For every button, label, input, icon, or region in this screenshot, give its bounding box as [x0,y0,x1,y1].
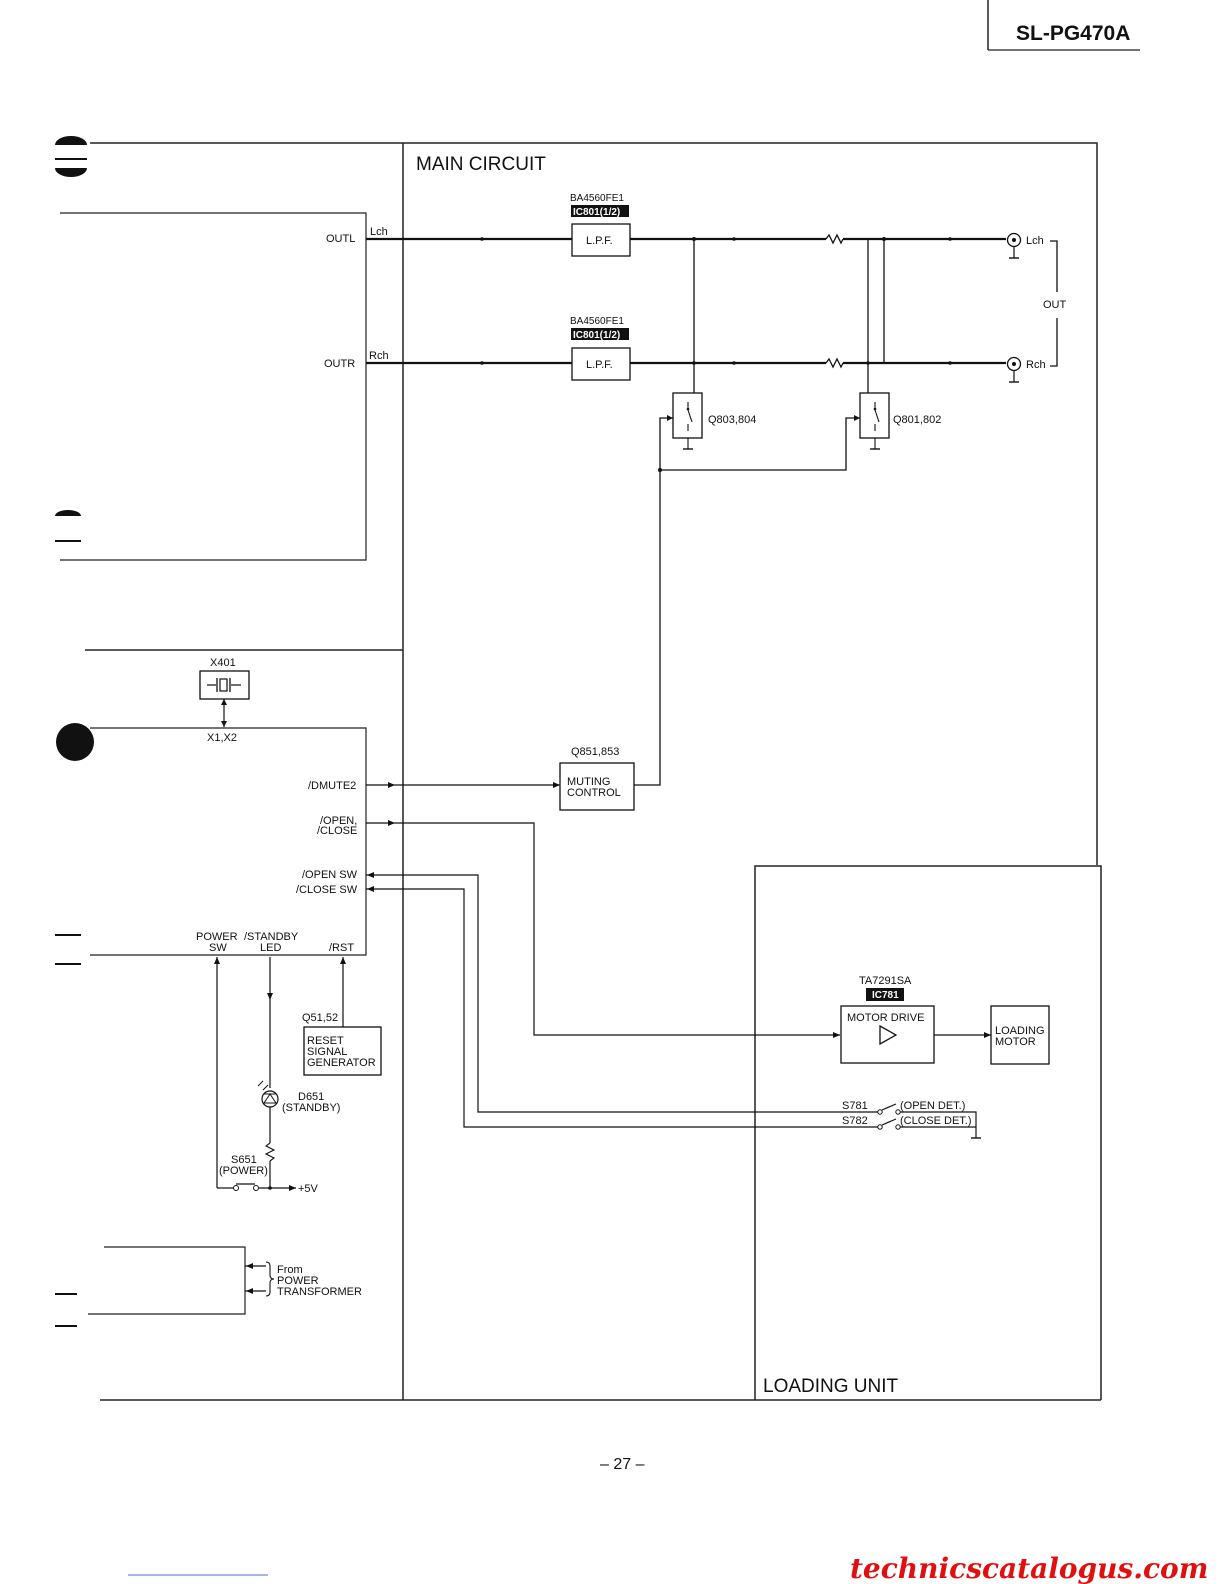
outr-label: OUTR [324,358,355,370]
close-label: /CLOSE [317,825,357,837]
q803-label: Q803,804 [708,414,756,426]
page-number: – 27 – [600,1456,645,1473]
d651-label: D651 [298,1091,324,1103]
binder-holes [55,136,94,1327]
footer-site-link[interactable]: technicscatalogus.com [850,1552,1208,1584]
out-rch-label: Rch [1026,359,1046,371]
model-number: SL-PG470A [1016,22,1130,45]
control-signals: /DMUTE2 /OPEN, /CLOSE /OPEN SW /CLOSE SW [296,780,880,1128]
out-lch-label: Lch [1026,235,1044,247]
reset-line2: SIGNAL [307,1046,347,1058]
loading-unit-label: LOADING UNIT [763,1376,899,1397]
transformer-line2: POWER [277,1275,319,1287]
open-label: /OPEN, [320,815,357,827]
rst-label: /RST [329,942,354,954]
ic801b-ref: IC801(1/2) [573,330,620,341]
ic801a-ref: IC801(1/2) [573,207,620,218]
lpf-l-label: L.P.F. [586,235,613,247]
reset-ref: Q51,52 [302,1012,338,1024]
lch-label: Lch [370,226,388,238]
crystal-x401: X401 X1,X2 [199,657,250,744]
section-frames [60,142,1102,1401]
muting-line2: CONTROL [567,787,621,799]
x401-label: X401 [210,657,236,669]
s782-label: S782 [842,1115,868,1127]
s782-desc: (CLOSE DET.) [900,1115,972,1127]
detect-switches: S781 S782 (OPEN DET.) (CLOSE DET.) [842,1100,981,1139]
ic801a-part: BA4560FE1 [570,193,624,204]
lpf-l-block [571,223,631,257]
audio-r-channel: OUTR Rch BA4560FE1 IC801(1/2) L.P.F. Rch [324,316,1046,383]
rch-label: Rch [369,350,389,362]
power-standby-reset: POWER SW /STANDBY LED /RST Q51,52 RESET … [196,931,382,1195]
mute-transistor-q801: Q801,802 [658,239,941,472]
open-sw-label: /OPEN SW [302,869,358,881]
header: SL-PG470A [987,0,1140,51]
reset-line1: RESET [307,1035,344,1047]
muting-ref: Q851,853 [571,746,619,758]
d651-desc: (STANDBY) [282,1102,340,1114]
s781-label: S781 [842,1100,868,1112]
transformer-line1: From [277,1264,303,1276]
s781-desc: (OPEN DET.) [900,1100,965,1112]
dmute2-label: /DMUTE2 [308,780,356,792]
out-bracket: OUT [1043,240,1067,367]
resistor-r [825,357,844,369]
q801-label: Q801,802 [893,414,941,426]
plus5v-label: +5V [298,1183,319,1195]
motor-drive: TA7291SA IC781 MOTOR DRIVE LOADING MOTOR [840,975,1050,1065]
resistor-l [825,233,844,245]
amplifier-icon [879,1024,898,1046]
standby-led-line2: LED [260,942,281,954]
standby-led-line1: /STANDBY [244,931,299,943]
audio-l-channel: OUTL Lch BA4560FE1 IC801(1/2) L.P.F. Lch [326,193,1044,259]
loading-motor-line2: MOTOR [995,1036,1036,1048]
s651-desc: (POWER) [219,1165,268,1177]
power-sw-line2: SW [209,942,227,954]
motor-drive-ref: IC781 [872,990,899,1001]
power-sw-line1: POWER [196,931,238,943]
transformer-line3: TRANSFORMER [277,1286,362,1298]
motor-drive-label: MOTOR DRIVE [847,1012,924,1024]
power-transformer-input: From POWER TRANSFORMER [245,1261,362,1298]
reset-line3: GENERATOR [307,1057,376,1069]
out-label: OUT [1043,299,1067,311]
x1x2-label: X1,X2 [207,732,237,744]
motor-drive-part: TA7291SA [859,975,912,987]
muting-control: Q851,853 MUTING CONTROL [559,470,661,811]
lpf-r-label: L.P.F. [586,359,613,371]
mute-transistor-q803: Q803,804 [659,239,756,470]
s651-label: S651 [231,1154,257,1166]
ic801b-part: BA4560FE1 [570,316,624,327]
main-circuit-label: MAIN CIRCUIT [416,154,546,175]
outl-label: OUTL [326,233,355,245]
muting-line1: MUTING [567,776,610,788]
close-sw-label: /CLOSE SW [296,884,358,896]
loading-motor-line1: LOADING [995,1025,1045,1037]
